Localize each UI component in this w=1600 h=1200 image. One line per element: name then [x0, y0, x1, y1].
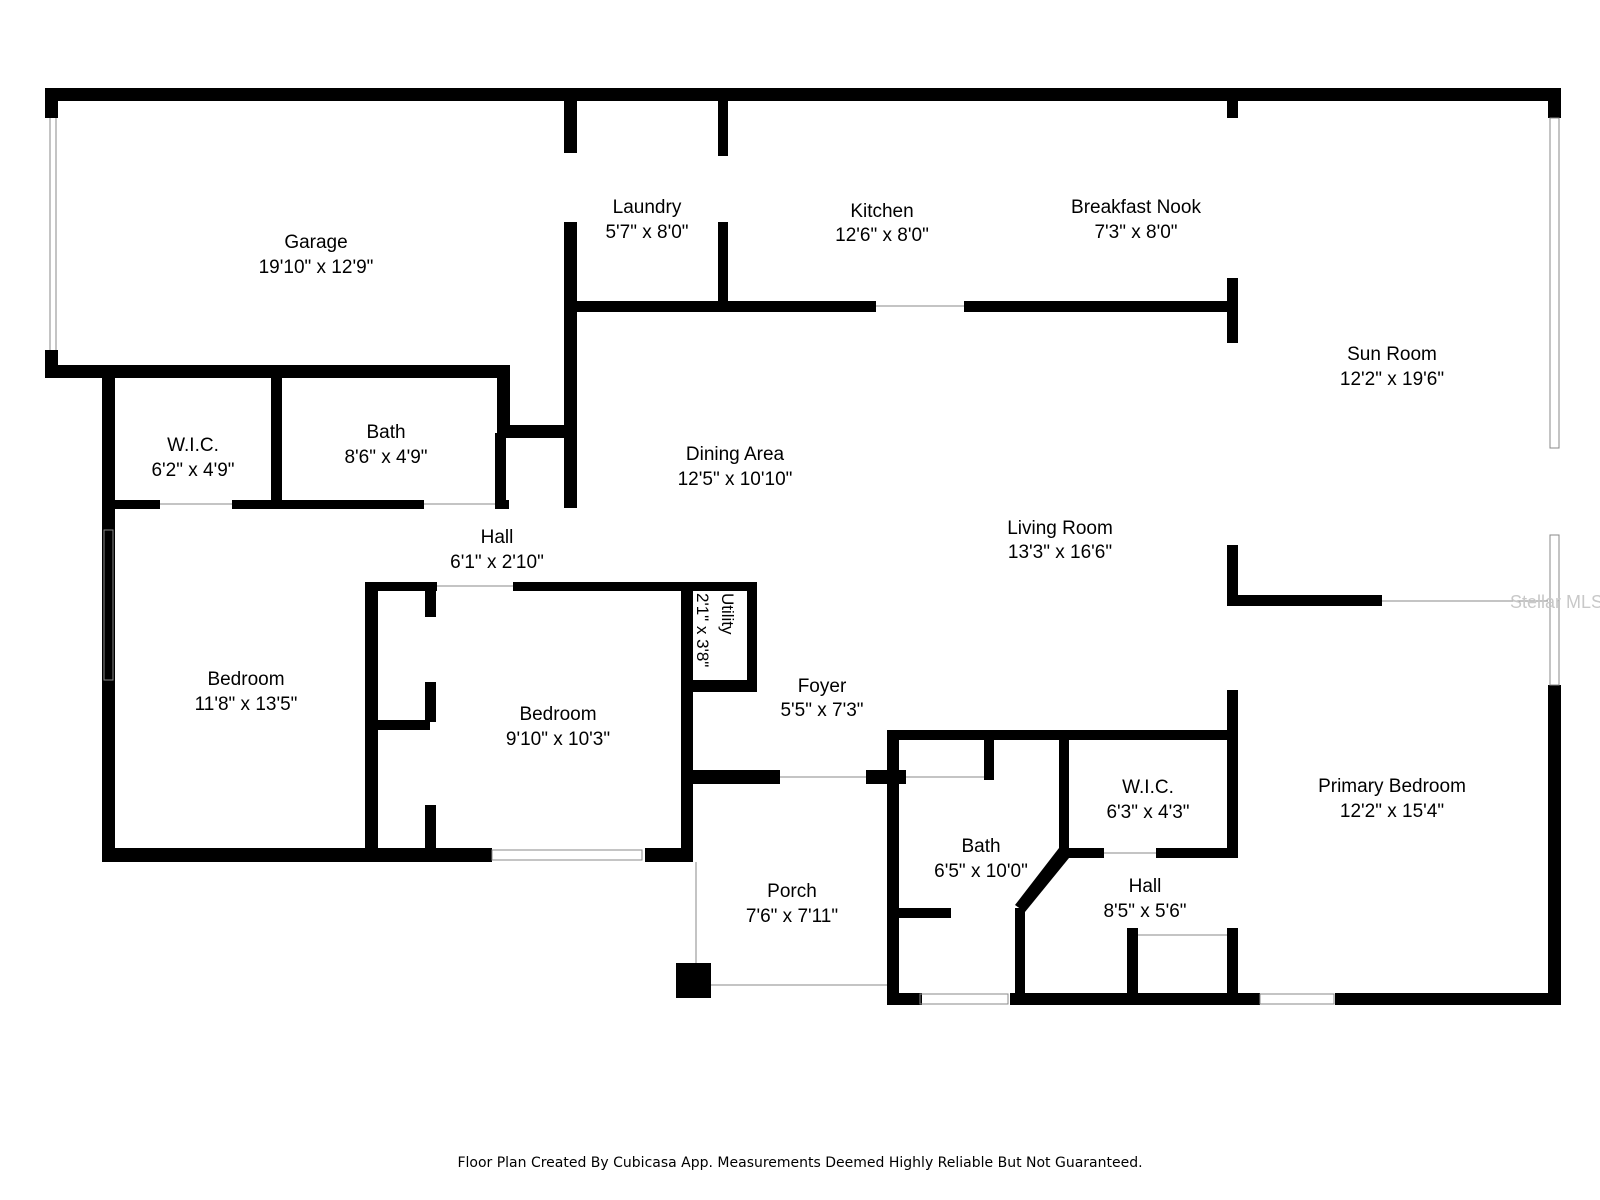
room-name-hall-west: Hall: [481, 527, 514, 548]
room-size-wic-primary: 6'3" x 4'3": [1106, 802, 1189, 823]
room-name-wic-primary: W.I.C.: [1122, 777, 1174, 798]
watermark: Stellar MLS: [1510, 592, 1600, 612]
room-size-bedroom-1: 11'8" x 13'5": [195, 694, 298, 715]
room-name-breakfast-nook: Breakfast Nook: [1071, 197, 1201, 218]
room-name-bath-west: Bath: [366, 422, 405, 443]
room-name-bedroom-2: Bedroom: [519, 704, 596, 725]
room-size-bath-primary: 6'5" x 10'0": [934, 861, 1028, 882]
room-name-laundry: Laundry: [613, 197, 682, 218]
room-name-utility: Utility: [718, 593, 737, 635]
room-name-primary-bedroom: Primary Bedroom: [1318, 776, 1466, 797]
room-size-bath-west: 8'6" x 4'9": [344, 447, 427, 468]
walls: [45, 88, 1561, 1005]
room-name-wic-west: W.I.C.: [167, 435, 219, 456]
room-size-utility: 2'1" x 3'8": [693, 593, 712, 667]
room-size-hall-east: 8'5" x 5'6": [1103, 901, 1186, 922]
room-name-sun-room: Sun Room: [1347, 344, 1437, 365]
room-size-bedroom-2: 9'10" x 10'3": [506, 729, 610, 750]
room-name-living-room: Living Room: [1007, 518, 1113, 539]
room-size-laundry: 5'7" x 8'0": [605, 222, 688, 243]
room-name-foyer: Foyer: [798, 676, 847, 697]
windows-doors: [49, 117, 1560, 1005]
room-size-primary-bedroom: 12'2" x 15'4": [1340, 801, 1444, 822]
room-size-breakfast-nook: 7'3" x 8'0": [1094, 222, 1177, 243]
footer-disclaimer: Floor Plan Created By Cubicasa App. Meas…: [457, 1155, 1143, 1171]
room-name-dining-area: Dining Area: [686, 444, 785, 465]
room-name-hall-east: Hall: [1129, 876, 1162, 897]
room-name-bath-primary: Bath: [961, 836, 1000, 857]
room-size-kitchen: 12'6" x 8'0": [835, 225, 929, 246]
room-size-sun-room: 12'2" x 19'6": [1340, 369, 1444, 390]
room-size-living-room: 13'3" x 16'6": [1008, 542, 1112, 563]
room-size-porch: 7'6" x 7'11": [746, 906, 838, 927]
room-size-dining-area: 12'5" x 10'10": [678, 469, 793, 490]
room-size-wic-west: 6'2" x 4'9": [151, 460, 234, 481]
room-name-garage: Garage: [284, 232, 347, 253]
room-name-bedroom-1: Bedroom: [207, 669, 284, 690]
room-size-foyer: 5'5" x 7'3": [780, 700, 863, 721]
room-size-garage: 19'10" x 12'9": [259, 257, 374, 278]
room-name-porch: Porch: [767, 881, 817, 902]
room-labels: Garage 19'10" x 12'9" Laundry 5'7" x 8'0…: [151, 197, 1465, 927]
room-size-hall-west: 6'1" x 2'10": [450, 552, 544, 573]
room-name-kitchen: Kitchen: [850, 201, 913, 222]
